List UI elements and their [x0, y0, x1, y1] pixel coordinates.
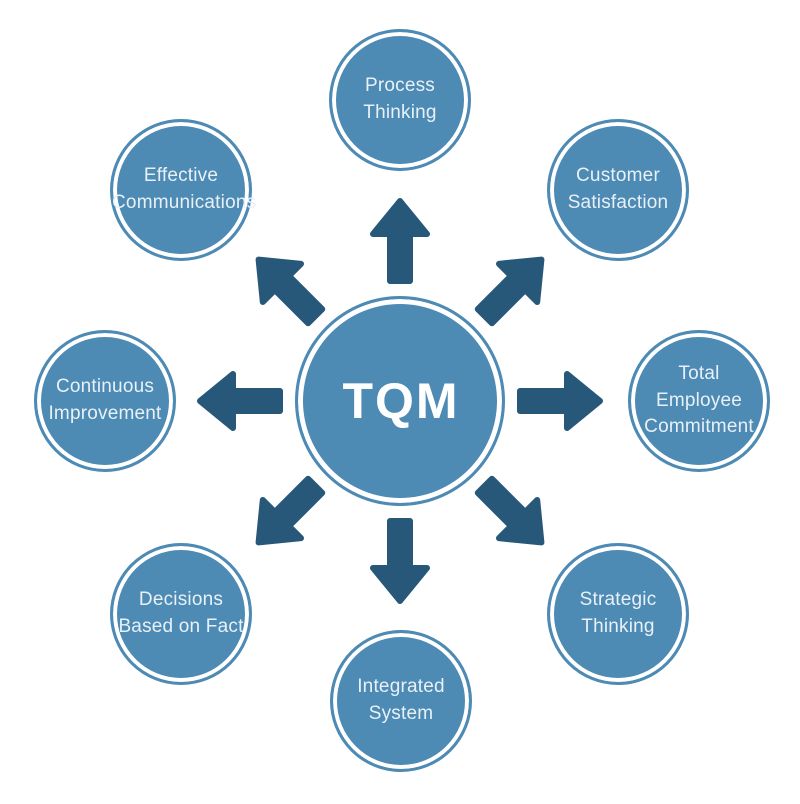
arrow-up-icon [370, 198, 430, 284]
node-label: Process Thinking [363, 75, 437, 123]
node-decisions-based-on-fact: Decisions Based on Fact [110, 543, 252, 685]
arrow-up-right-icon [474, 256, 545, 327]
center-label: TQM [342, 373, 460, 429]
node-process-thinking: Process Thinking [329, 29, 471, 171]
node-tqm-center: TQM [295, 296, 505, 506]
node-label: Customer Satisfaction [567, 165, 669, 213]
node-label: Decisions Based on Fact [118, 589, 244, 637]
node-effective-communications: Effective Communications [110, 119, 257, 261]
node-label: Total Employee Commitment [644, 362, 754, 438]
node-customer-satisfaction: Customer Satisfaction [547, 119, 689, 261]
node-label: Continuous Improvement [48, 376, 162, 424]
node-total-employee-commitment: Total Employee Commitment [628, 330, 770, 472]
node-label: Strategic Thinking [579, 589, 657, 637]
arrow-up-left-icon [255, 256, 326, 327]
node-continuous-improvement: Continuous Improvement [34, 330, 176, 472]
arrow-down-left-icon [255, 475, 326, 546]
arrow-down-icon [370, 518, 430, 604]
arrow-left-icon [197, 371, 283, 431]
arrow-down-right-icon [474, 475, 545, 546]
node-strategic-thinking: Strategic Thinking [547, 543, 689, 685]
node-integrated-system: Integrated System [330, 630, 472, 772]
node-label: Integrated System [357, 676, 445, 724]
node-label: Effective Communications [112, 165, 257, 213]
arrow-right-icon [517, 371, 603, 431]
